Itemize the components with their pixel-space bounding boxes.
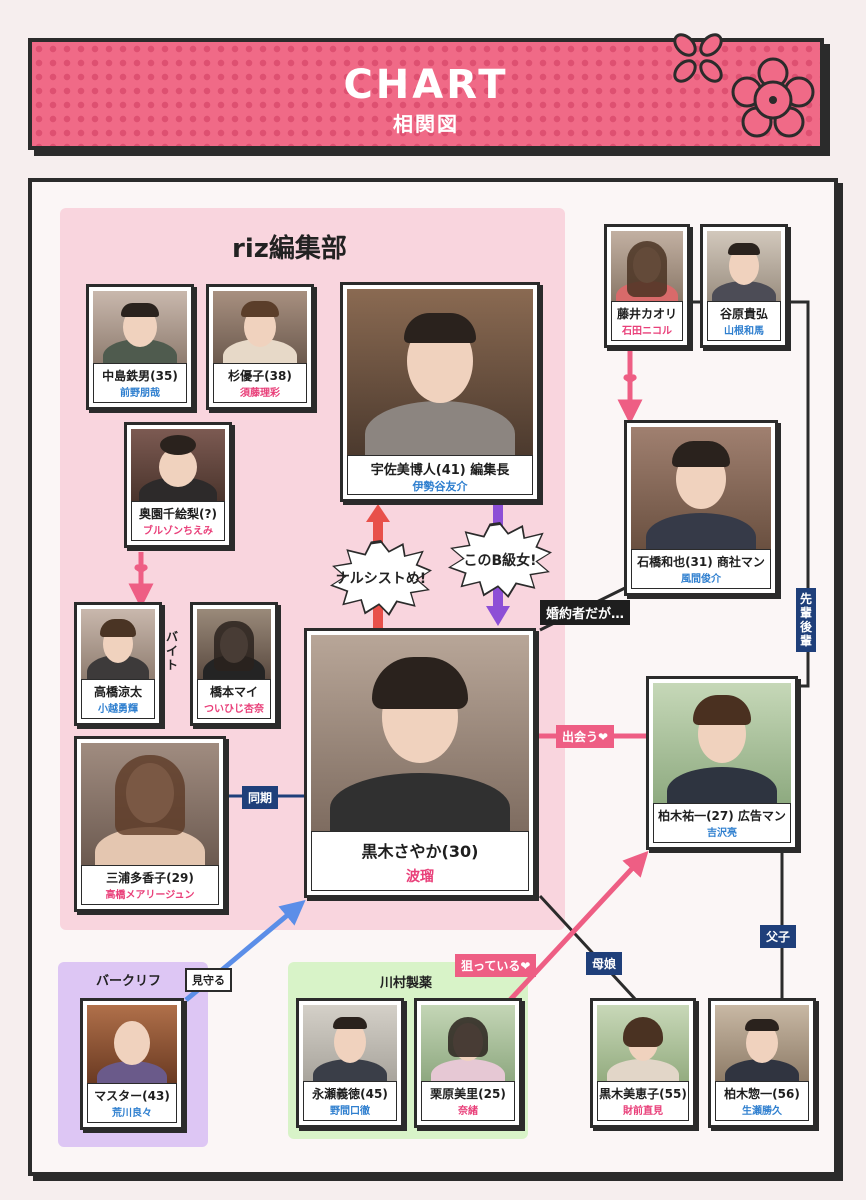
card-fujii: 藤井カオリ石田ニコル	[604, 224, 690, 348]
sugi-name: 杉優子(38)	[228, 369, 292, 383]
hashimoto-name: 橋本マイ	[209, 685, 258, 699]
engaged-tag: 婚約者だが…	[540, 600, 631, 625]
kuroki-name: 黒木さやか(30)	[361, 842, 479, 861]
takahashi-name: 高橋涼太	[93, 685, 142, 699]
fujii-photo	[611, 231, 683, 301]
banner-subtitle: 相関図	[393, 112, 459, 136]
baito-label: バイト	[166, 630, 179, 672]
card-hashimoto: 橋本マイついひじ杏奈	[190, 602, 278, 726]
fujii-actor: 石田ニコル	[622, 326, 672, 337]
douki-tag: 同期	[242, 786, 279, 809]
kuroki-mother-name: 黒木美恵子(55)	[599, 1087, 687, 1101]
kuroki-mother-actor: 財前直見	[623, 1106, 663, 1117]
bclass-label: このB級女!	[463, 553, 537, 569]
card-miura: 三浦多香子(29) 高橋メアリージュン	[74, 736, 226, 912]
card-usami: 宇佐美博人(41) 編集長伊勢谷友介	[340, 282, 540, 502]
nakajima-name: 中島鉄男(35)	[102, 369, 178, 383]
ishibashi-actor: 風間俊介	[681, 574, 721, 585]
tanihara-actor: 山根和馬	[724, 326, 764, 337]
kashiwagi-photo	[653, 683, 791, 803]
bar-group-title: バークリフ	[96, 974, 162, 989]
kuroki-photo	[311, 635, 529, 831]
bclass-burst: このB級女!	[448, 522, 552, 598]
kashiwagi-name: 柏木祐一(27) 広告マン	[658, 809, 786, 823]
card-master: マスター(43) 荒川良々	[80, 998, 184, 1130]
tanihara-photo	[707, 231, 781, 301]
okuzono-actor: ブルゾンちえみ	[143, 526, 213, 537]
master-name: マスター(43)	[94, 1089, 170, 1103]
nakajima-actor: 前野朋哉	[120, 388, 160, 399]
okuzono-name: 奥園千絵梨(?)	[139, 507, 217, 521]
narcissist-burst: ナルシストめ!	[330, 540, 432, 616]
okuzono-photo	[131, 429, 225, 501]
meet-tag: 出会う❤	[556, 725, 615, 748]
riz-group-title: riz編集部	[232, 234, 347, 264]
kurihara-actor: 奈緒	[458, 1106, 478, 1117]
narcissist-arrowhead	[366, 504, 390, 522]
nerai-tag: 狙っている❤	[455, 954, 537, 977]
takahashi-photo	[81, 609, 155, 679]
master-photo	[87, 1005, 177, 1083]
kashiwagi-actor: 吉沢亮	[707, 828, 737, 839]
miura-name: 三浦多香子(29)	[106, 871, 194, 885]
tanihara-name: 谷原貴弘	[719, 307, 768, 321]
usami-photo	[347, 289, 533, 455]
card-kuroki-mother: 黒木美恵子(55) 財前直見	[590, 998, 696, 1128]
kurihara-photo	[421, 1005, 515, 1081]
card-nagase: 永瀬義徳(45) 野間口徹	[296, 998, 404, 1128]
card-okuzono: 奥園千絵梨(?) ブルゾンちえみ	[124, 422, 232, 548]
sugi-photo	[213, 291, 307, 363]
kuroki-actor: 波瑠	[406, 869, 434, 885]
boshi-line	[538, 894, 638, 1002]
kawa-group-title: 川村製薬	[380, 976, 433, 991]
hashimoto-actor: ついひじ杏奈	[204, 704, 264, 715]
card-kurihara: 栗原美里(25) 奈緒	[414, 998, 522, 1128]
mimamoru-tag: 見守る	[185, 968, 232, 992]
narcissist-label: ナルシストめ!	[335, 571, 427, 587]
banner-title: CHART	[343, 62, 509, 108]
flower-icon	[731, 57, 815, 138]
nakajima-photo	[93, 291, 187, 363]
hashimoto-photo	[197, 609, 271, 679]
nagase-photo	[303, 1005, 397, 1081]
chart-banner: CHART 相関図	[28, 33, 824, 150]
senpai-tag: 先輩後輩	[796, 588, 816, 652]
card-kuroki: 黒木さやか(30) 波瑠	[304, 628, 536, 898]
boshi-tag: 母娘	[586, 952, 623, 975]
ishibashi-photo	[631, 427, 771, 549]
fujii-name: 藤井カオリ	[616, 307, 677, 321]
nagase-name: 永瀬義徳(45)	[312, 1087, 388, 1101]
master-actor: 荒川良々	[112, 1108, 152, 1119]
card-ishibashi: 石橋和也(31) 商社マン風間俊介	[624, 420, 778, 596]
card-nakajima: 中島鉄男(35) 前野朋哉	[86, 284, 194, 410]
ishibashi-name: 石橋和也(31) 商社マン	[637, 555, 765, 569]
card-takahashi: 高橋涼太小越勇輝	[74, 602, 162, 726]
kashiwagi-father-name: 柏木惣一(56)	[724, 1087, 800, 1101]
card-kashiwagi-father: 柏木惣一(56) 生瀬勝久	[708, 998, 816, 1128]
x-flower-icon	[673, 33, 723, 83]
heart-icon: ❤	[133, 560, 148, 581]
kurihara-name: 栗原美里(25)	[430, 1087, 506, 1101]
heart-icon: ❤	[622, 370, 637, 391]
usami-name: 宇佐美博人(41) 編集長	[370, 463, 510, 478]
miura-photo	[81, 743, 219, 865]
kashiwagi-father-photo	[715, 1005, 809, 1081]
kuroki-mother-photo	[597, 1005, 689, 1081]
card-tanihara: 谷原貴弘山根和馬	[700, 224, 788, 348]
card-kashiwagi: 柏木祐一(27) 広告マン吉沢亮	[646, 676, 798, 850]
bclass-arrowhead	[486, 606, 510, 626]
sugi-actor: 須藤理彩	[240, 388, 280, 399]
card-sugi: 杉優子(38) 須藤理彩	[206, 284, 314, 410]
miura-actor: 高橋メアリージュン	[105, 890, 195, 901]
nagase-actor: 野間口徹	[330, 1106, 370, 1117]
fushi-tag: 父子	[760, 925, 797, 948]
kashiwagi-father-actor: 生瀬勝久	[742, 1106, 782, 1117]
takahashi-actor: 小越勇輝	[98, 704, 138, 715]
usami-actor: 伊勢谷友介	[412, 480, 468, 493]
